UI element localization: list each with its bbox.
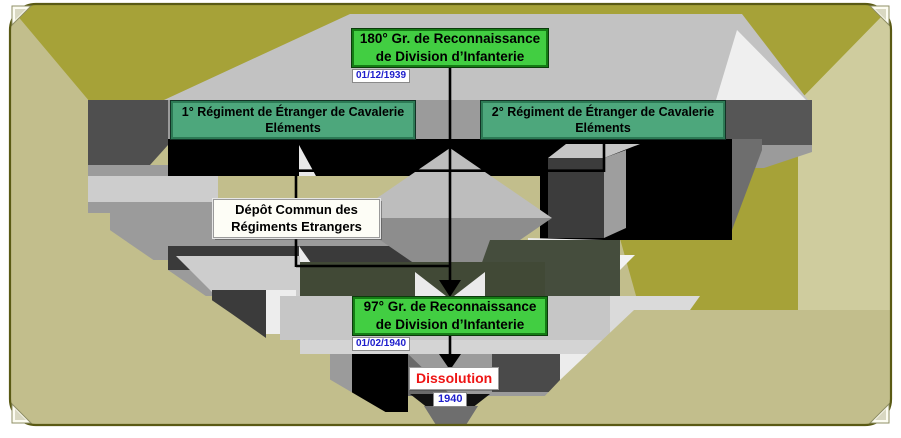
- date-badge-dissolution: 1940: [433, 392, 468, 407]
- node-regiment-1: 1° Régiment de Étranger de Cavalerie Elé…: [170, 100, 416, 140]
- node-regiment-2-line1: 2° Régiment de Étranger de Cavalerie: [491, 104, 715, 119]
- node-regiment-1-line1: 1° Régiment de Étranger de Cavalerie: [181, 104, 405, 119]
- node-grdi-97: 97° Gr. de Reconnaissance de Division d’…: [352, 296, 548, 336]
- node-dissolution: Dissolution: [409, 367, 500, 390]
- node-grdi-97-line1: 97° Gr. de Reconnaissance: [363, 299, 537, 315]
- connector-lines: [294, 67, 606, 356]
- node-grdi-97-line2: de Division d’Infanterie: [375, 317, 525, 332]
- node-grdi-180-line1: 180° Gr. de Reconnaissance: [359, 31, 541, 47]
- date-badge-grdi-180: 01/12/1939: [352, 69, 411, 83]
- node-regiment-2-line2: Eléments: [575, 121, 631, 135]
- frame-border: [8, 2, 893, 427]
- date-badge-grdi-97: 01/02/1940: [352, 337, 411, 351]
- arrowhead-to-dissolution: [439, 354, 461, 370]
- node-depot-commun: Dépôt Commun des Régiments Etrangers: [212, 198, 381, 239]
- node-depot-line2: Régiments Etrangers: [231, 218, 362, 234]
- node-grdi-180: 180° Gr. de Reconnaissance de Division d…: [351, 28, 549, 68]
- node-regiment-2: 2° Régiment de Étranger de Cavalerie Elé…: [480, 100, 726, 140]
- node-regiment-1-line2: Eléments: [265, 121, 321, 135]
- corner-folds: [11, 5, 890, 424]
- node-grdi-180-line2: de Division d’Infanterie: [375, 49, 525, 64]
- node-depot-line1: Dépôt Commun des: [235, 201, 358, 217]
- arrowhead-to-grdi97: [439, 280, 461, 297]
